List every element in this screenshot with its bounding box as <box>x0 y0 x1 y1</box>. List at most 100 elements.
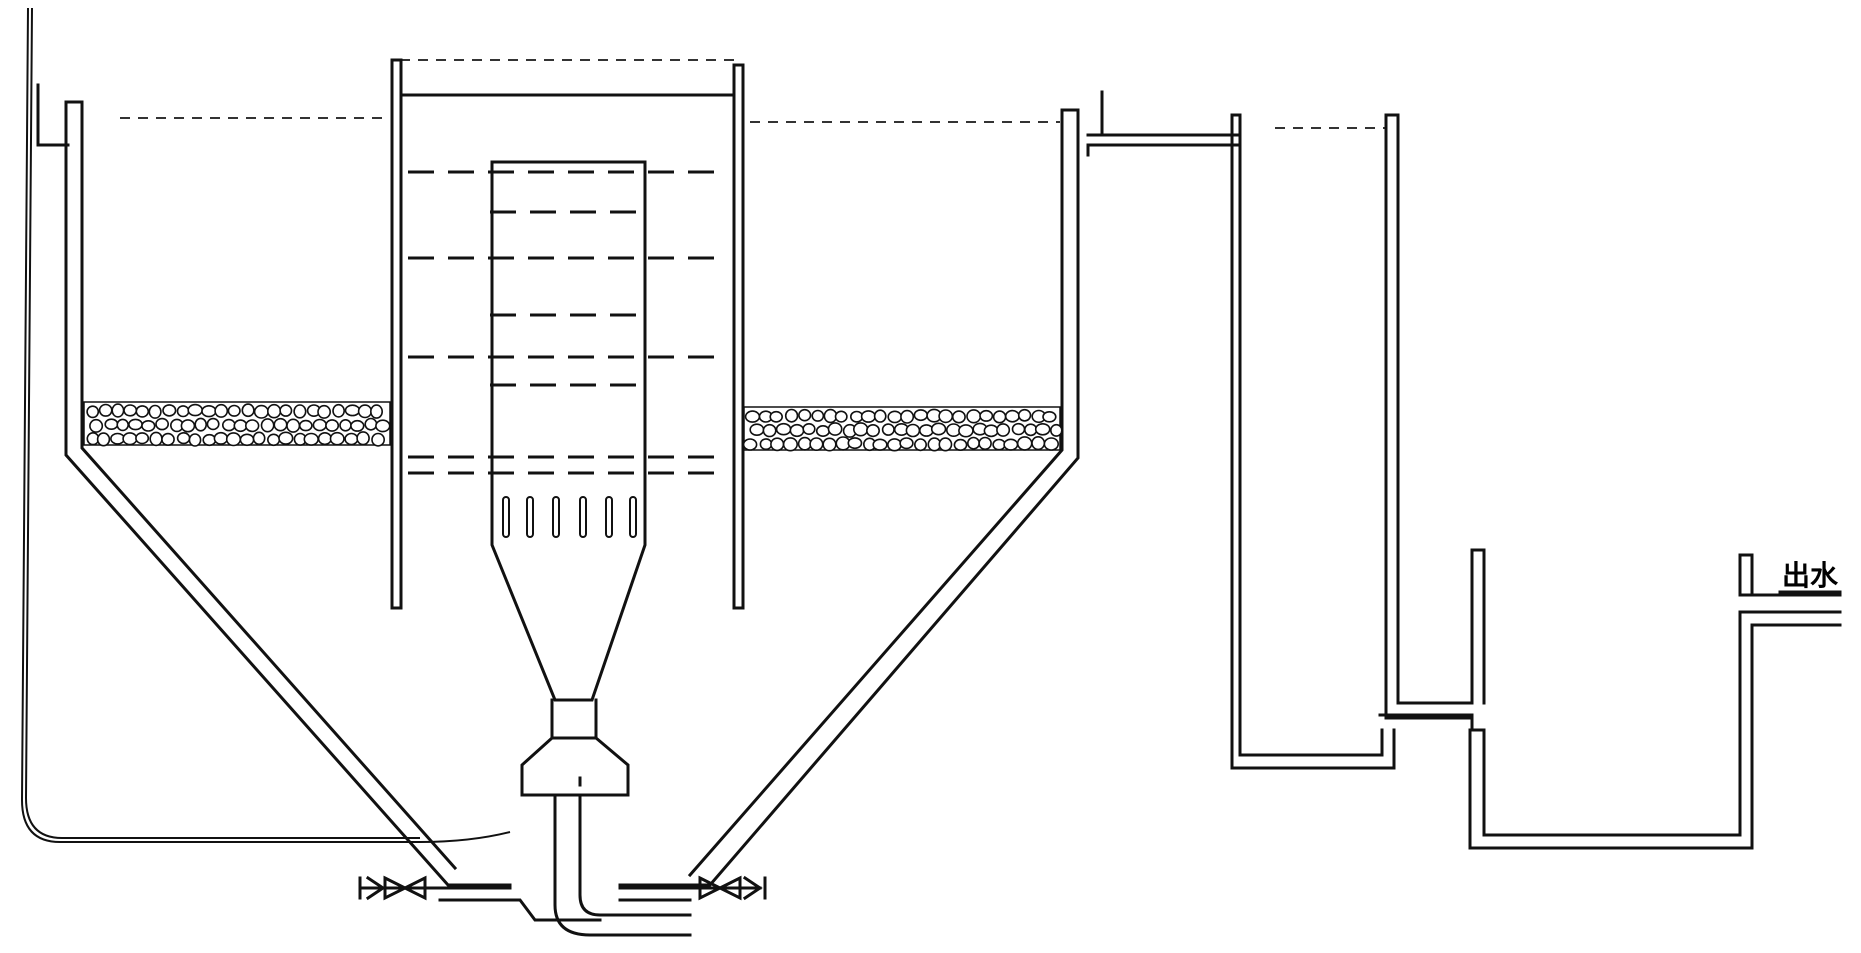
draft-tube <box>390 58 745 610</box>
pebble <box>273 417 288 432</box>
pebble <box>872 438 888 451</box>
pebble <box>317 432 333 446</box>
pebble <box>900 409 915 424</box>
pebble <box>852 422 869 437</box>
pebble <box>873 409 887 423</box>
pebble <box>213 431 229 445</box>
slot-openings <box>502 496 637 538</box>
pebble <box>759 438 773 451</box>
pebble <box>356 431 370 446</box>
pebble <box>822 437 837 452</box>
pebble <box>1034 422 1051 436</box>
pebble <box>122 432 138 446</box>
recycle-pipe <box>20 7 511 843</box>
outlet-label: 出水 <box>1782 559 1839 592</box>
recycle-pipe-inner <box>24 7 420 839</box>
pebble <box>176 432 191 445</box>
pebble <box>350 419 365 432</box>
pebble <box>797 436 812 451</box>
pebble <box>371 432 385 447</box>
pebble <box>992 410 1007 424</box>
pebble <box>364 417 378 431</box>
pebble <box>938 437 953 452</box>
pebble <box>141 419 156 432</box>
pebble <box>357 404 373 419</box>
pebble <box>930 422 947 436</box>
settling-tank <box>1230 113 1486 770</box>
pebble <box>252 431 266 446</box>
pebble <box>96 432 111 447</box>
pebble <box>978 436 992 451</box>
reactor-wall-right <box>618 108 1080 887</box>
pebble <box>1042 410 1057 423</box>
pebble <box>214 403 229 418</box>
pebble <box>784 408 799 423</box>
pebble <box>298 419 313 432</box>
pebble <box>782 437 799 452</box>
pebble <box>293 404 307 419</box>
pebble <box>775 422 792 436</box>
pebble <box>260 418 275 433</box>
pebble <box>847 437 863 450</box>
pebble <box>809 437 824 451</box>
pebble <box>815 424 831 437</box>
pebble <box>979 409 994 422</box>
pebble <box>966 409 982 424</box>
pebble <box>375 419 391 433</box>
inner-column <box>490 160 647 797</box>
pebble <box>899 437 914 450</box>
pebble <box>188 433 202 447</box>
pebble <box>770 437 785 452</box>
pebble <box>1031 436 1046 451</box>
pebble <box>312 418 327 432</box>
pebble <box>860 410 877 423</box>
pebble <box>938 409 954 424</box>
pebble <box>1023 423 1038 437</box>
pebble <box>1003 438 1019 451</box>
pebble <box>149 431 163 447</box>
pebble <box>881 423 895 436</box>
pebble <box>919 424 934 437</box>
pebble <box>744 410 761 423</box>
pebble <box>996 423 1011 437</box>
pebble <box>905 423 921 438</box>
pebble <box>225 432 242 447</box>
pebble <box>1011 422 1026 436</box>
overflow-weir <box>1086 90 1242 157</box>
pebble <box>303 432 319 446</box>
pebble <box>253 404 269 419</box>
pebble <box>135 432 150 445</box>
pebble <box>221 418 236 432</box>
valve-left-icon <box>358 875 442 901</box>
pebble <box>279 404 293 417</box>
pebble <box>187 403 203 417</box>
pebble <box>1050 423 1063 437</box>
pebble <box>913 409 928 422</box>
pebble <box>155 417 169 431</box>
pebble <box>286 418 301 433</box>
pebble <box>104 418 119 431</box>
pebble <box>789 423 805 438</box>
pebble <box>1017 408 1032 422</box>
pebble <box>241 403 255 418</box>
pebble <box>329 431 345 446</box>
pebble <box>267 403 282 419</box>
pebble <box>798 408 812 422</box>
pebble <box>206 417 220 431</box>
pebble <box>1016 436 1033 451</box>
pebble <box>111 403 125 418</box>
pebble <box>762 423 777 438</box>
pebble <box>827 422 843 436</box>
pebble <box>951 410 966 424</box>
pebble <box>123 404 138 417</box>
pebble <box>86 405 100 419</box>
pebble <box>162 404 177 417</box>
pebble <box>135 405 150 418</box>
media-bed-left <box>83 401 391 447</box>
pebble <box>886 438 902 452</box>
pebble <box>267 433 281 447</box>
pebble <box>339 418 352 432</box>
pebble <box>811 409 825 422</box>
valve-right-icon <box>688 875 767 901</box>
